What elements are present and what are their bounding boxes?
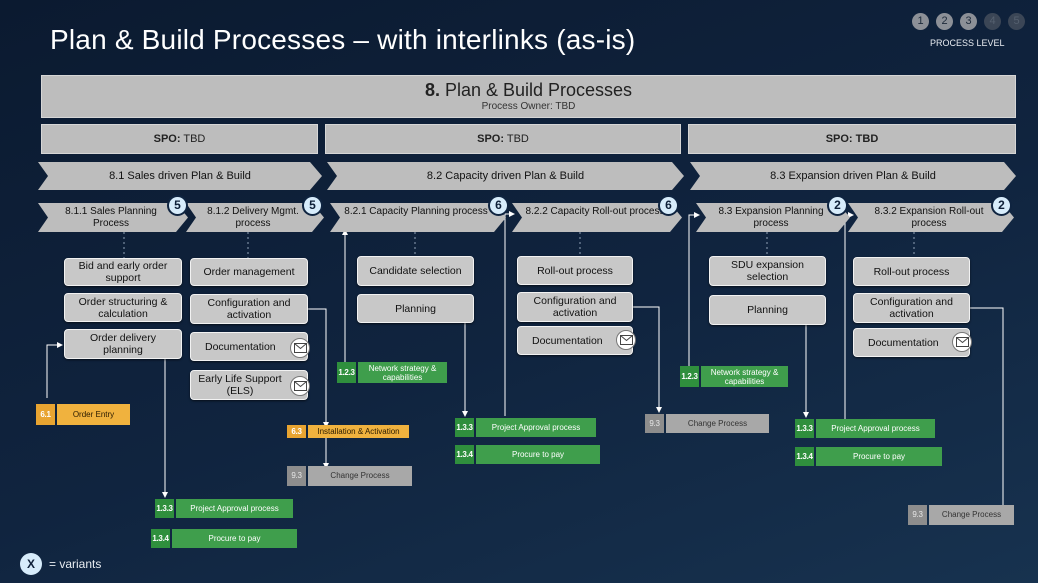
activity-documentation[interactable]: Documentation (853, 328, 970, 357)
process-level-label: PROCESS LEVEL (930, 38, 1005, 48)
process-level-indicator: 1 2 3 4 5 (912, 13, 1032, 33)
variants-legend-text: = variants (49, 557, 102, 571)
activity-roll-out-process[interactable]: Roll-out process (853, 257, 970, 286)
process-level-4[interactable]: 4 (984, 13, 1001, 30)
subprocess-8-1-2[interactable]: 8.1.2 Delivery Mgmt. process (186, 203, 324, 232)
activity-documentation[interactable]: Documentation (190, 332, 308, 361)
subprocess-8-3-2[interactable]: 8.3.2 Expansion Roll-out process (848, 203, 1014, 232)
activity-documentation[interactable]: Documentation (517, 326, 633, 355)
process-level-3[interactable]: 3 (960, 13, 977, 30)
process-header: 8. Plan & Build Processes Process Owner:… (41, 75, 1016, 118)
spo-capacity: SPO: TBD (325, 124, 681, 154)
activity-roll-out-process[interactable]: Roll-out process (517, 256, 633, 285)
variants-badge: 2 (991, 195, 1012, 216)
envelope-icon[interactable] (616, 330, 636, 350)
spo-sales: SPO: TBD (41, 124, 318, 154)
activity-candidate-selection[interactable]: Candidate selection (357, 256, 474, 286)
variants-badge: 6 (488, 195, 509, 216)
activity-configuration-activation[interactable]: Configuration and activation (853, 293, 970, 323)
page-title: Plan & Build Processes – with interlinks… (50, 24, 636, 55)
variants-legend-badge: X (20, 553, 42, 575)
subprocess-8-2-1[interactable]: 8.2.1 Capacity Planning process (330, 203, 506, 232)
process-owner: Process Owner: TBD (481, 101, 576, 112)
envelope-icon[interactable] (290, 338, 310, 358)
activity-order-management[interactable]: Order management (190, 258, 308, 286)
group-expansion-driven[interactable]: 8.3 Expansion driven Plan & Build (690, 162, 1016, 190)
process-number: 8. (424, 80, 440, 100)
group-capacity-driven[interactable]: 8.2 Capacity driven Plan & Build (327, 162, 684, 190)
envelope-icon[interactable] (952, 332, 972, 352)
activity-bid-early-order[interactable]: Bid and early order support (64, 258, 182, 286)
variants-badge: 5 (167, 195, 188, 216)
process-level-5[interactable]: 5 (1008, 13, 1025, 30)
activity-order-delivery-planning[interactable]: Order delivery planning (64, 329, 182, 359)
process-level-2[interactable]: 2 (936, 13, 953, 30)
envelope-icon[interactable] (290, 376, 310, 396)
activity-early-life-support[interactable]: Early Life Support (ELS) (190, 370, 308, 400)
spo-expansion: SPO: TBD (688, 124, 1016, 154)
process-level-1[interactable]: 1 (912, 13, 929, 30)
activity-configuration-activation[interactable]: Configuration and activation (190, 294, 308, 324)
activity-configuration-activation[interactable]: Configuration and activation (517, 292, 633, 322)
group-sales-driven[interactable]: 8.1 Sales driven Plan & Build (38, 162, 322, 190)
activity-order-structuring[interactable]: Order structuring & calculation (64, 293, 182, 322)
process-title: Plan & Build Processes (444, 80, 633, 100)
variants-badge: 6 (658, 195, 679, 216)
subprocess-8-1-1[interactable]: 8.1.1 Sales Planning Process (38, 203, 188, 232)
activity-planning[interactable]: Planning (357, 294, 474, 323)
subprocess-8-2-2[interactable]: 8.2.2 Capacity Roll-out process (512, 203, 682, 232)
variants-badge: 2 (827, 195, 848, 216)
variants-badge: 5 (302, 195, 323, 216)
activity-sdu-expansion-selection[interactable]: SDU expansion selection (709, 256, 826, 286)
activity-planning[interactable]: Planning (709, 295, 826, 325)
subprocess-8-3[interactable]: 8.3 Expansion Planning process (696, 203, 850, 232)
